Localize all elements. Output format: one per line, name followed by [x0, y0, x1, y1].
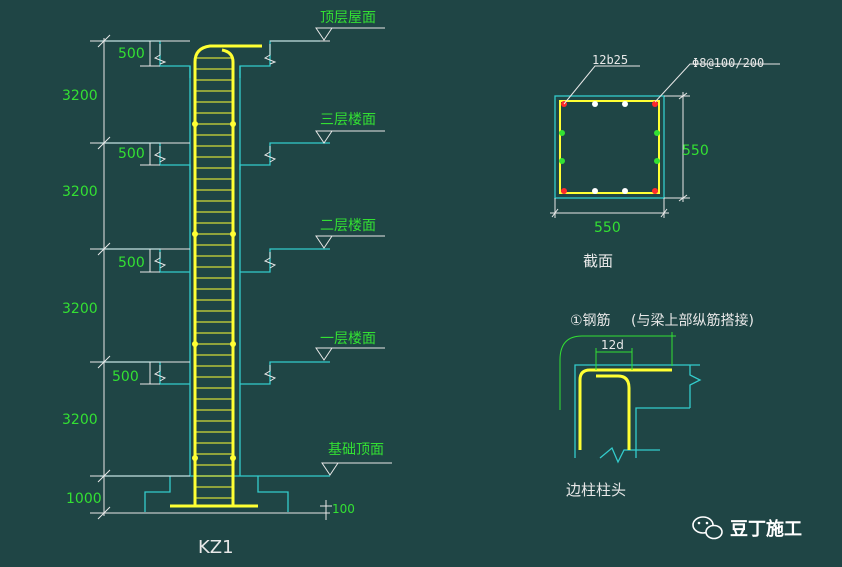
storey-height-4: 3200: [62, 412, 98, 428]
section-view: 12b25 Φ8@100/200 550 550 截面: [550, 53, 780, 270]
splice-length-4: 500: [112, 369, 139, 385]
height-dimensions: [90, 34, 332, 520]
level-label-foundation: 基础顶面: [328, 441, 384, 458]
edge-column-detail: ①钢筋 (与梁上部纵筋搭接) 12d 边柱柱头: [559, 312, 754, 499]
detail-note: (与梁上部纵筋搭接): [631, 312, 754, 329]
anchor-length: 12d: [601, 338, 624, 352]
watermark: 豆丁施工: [692, 516, 802, 540]
storey-height-3: 3200: [62, 301, 98, 317]
main-bars-label: 12b25: [592, 53, 628, 67]
splice-length-2: 500: [118, 146, 145, 162]
wechat-icon: [692, 516, 723, 540]
level-label-first: 一层楼面: [320, 331, 376, 347]
level-markers: [270, 27, 392, 476]
section-height: 550: [682, 143, 709, 159]
detail-note-prefix: ①钢筋: [570, 312, 611, 329]
slab-outlines: [100, 40, 330, 512]
column-elevation: 顶层屋面 三层楼面 二层楼面 一层楼面 基础顶面 3200 3200 3200 …: [62, 10, 392, 558]
level-label-third: 三层楼面: [320, 112, 376, 128]
section-bars: [559, 101, 660, 194]
detail-title: 边柱柱头: [566, 481, 626, 499]
column-rebar: [170, 44, 262, 508]
section-width: 550: [594, 220, 621, 236]
section-title: 截面: [583, 252, 613, 270]
break-marks: [153, 44, 277, 382]
storey-height-2: 3200: [62, 184, 98, 200]
stirrup-label: Φ8@100/200: [692, 56, 764, 70]
storey-height-1: 3200: [62, 88, 98, 104]
splice-length-3: 500: [118, 255, 145, 271]
stirrups: [196, 57, 232, 499]
brand-label: 豆丁施工: [730, 518, 802, 540]
column-label: KZ1: [198, 537, 234, 558]
level-label-roof: 顶层屋面: [320, 10, 376, 26]
splice-length-1: 500: [118, 46, 145, 62]
level-label-second: 二层楼面: [320, 218, 376, 234]
storey-height-5: 1000: [66, 491, 102, 507]
base-offset-dim: 100: [332, 502, 355, 516]
bar-dots: [192, 121, 236, 461]
